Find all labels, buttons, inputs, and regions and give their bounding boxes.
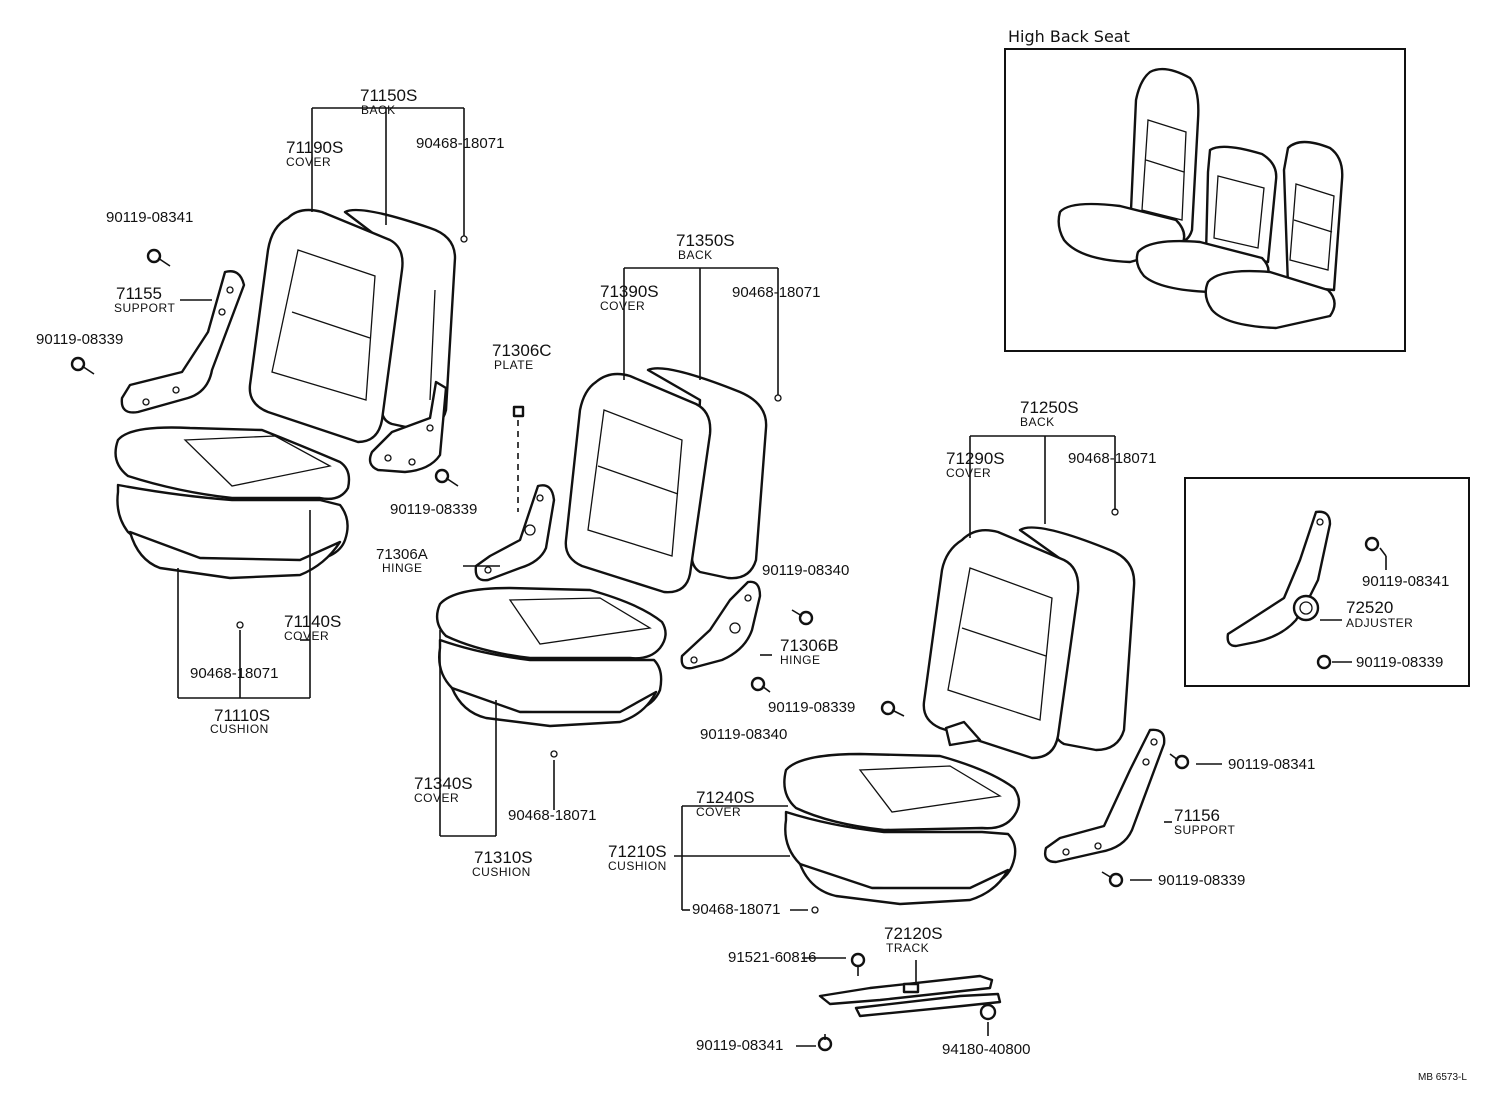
part-number: 90119-08341 (1228, 756, 1316, 773)
part-number: 91521-60816 (728, 949, 817, 966)
support-71156 (1043, 728, 1166, 864)
seat-right (674, 435, 1222, 911)
part-number: 90119-08339 (1356, 654, 1444, 671)
part-number: 90468-18071 (190, 665, 279, 682)
track-72120S (796, 952, 1002, 1052)
part-desc: COVER (600, 299, 646, 313)
part-number: 71340S (414, 774, 473, 793)
high-back-seat-title: High Back Seat (1008, 27, 1130, 46)
part-desc: COVER (946, 466, 992, 480)
high-back-seat-box (1004, 48, 1406, 352)
seat-middle-cushion-cover (435, 586, 667, 660)
part-number: 71190S (286, 138, 344, 157)
part-desc: PLATE (494, 358, 534, 372)
bolts-middle (550, 394, 905, 758)
part-number: 90468-18071 (1068, 450, 1157, 467)
seat-middle (435, 267, 779, 837)
part-number: 71140S (284, 612, 342, 631)
adjuster-inset-box (1184, 477, 1470, 687)
seat-left-back (343, 208, 457, 432)
support-71155 (120, 270, 246, 414)
part-number: 71390S (600, 282, 659, 301)
seat-left-cushion-cover (114, 426, 351, 501)
part-number: 71350S (676, 231, 735, 250)
part-number: 71250S (1020, 398, 1079, 417)
part-number: 90119-08339 (768, 699, 856, 716)
part-number: 90119-08341 (106, 209, 194, 226)
hinge-71306B (680, 580, 762, 670)
seat-middle-back (646, 367, 768, 580)
part-number: 71210S (608, 842, 667, 861)
part-number: 90119-08340 (762, 562, 850, 579)
part-number: 90468-18071 (508, 807, 597, 824)
part-desc: HINGE (382, 561, 423, 575)
part-number: 71155 (116, 284, 163, 303)
adjuster-illustration (1226, 510, 1387, 670)
seat-left-cover (248, 208, 404, 444)
seat-left-bracket (368, 380, 448, 474)
part-desc: CUSHION (608, 859, 667, 873)
part-desc: SUPPORT (114, 301, 176, 315)
part-number: 90119-08339 (1158, 872, 1246, 889)
part-desc: COVER (284, 629, 330, 643)
part-number: 90119-08340 (700, 726, 788, 743)
seat-right-cushion-cover (783, 752, 1021, 832)
seat-left-cushion (116, 483, 349, 564)
part-desc: COVER (286, 155, 332, 169)
part-number: 90119-08339 (390, 501, 478, 518)
part-number: 71150S (360, 86, 418, 105)
seat-middle-cover (564, 372, 712, 594)
part-number: 71240S (696, 788, 755, 807)
part-number: 72120S (884, 924, 943, 943)
seat-left (114, 107, 465, 699)
part-number: 72520 (1346, 598, 1394, 617)
part-number: 90119-08339 (36, 331, 124, 348)
bolts-right (811, 508, 1190, 914)
hinge-71306A (474, 484, 556, 582)
part-number: 71156 (1174, 806, 1221, 825)
part-desc: CUSHION (472, 865, 531, 879)
part-number: 71306B (780, 636, 839, 655)
seat-right-cover (922, 529, 1080, 760)
part-number: 94180-40800 (942, 1041, 1031, 1058)
part-desc: BACK (361, 103, 396, 117)
part-desc: SUPPORT (1174, 823, 1236, 837)
part-number: 90119-08341 (1362, 573, 1450, 590)
part-desc: TRACK (886, 941, 930, 955)
part-number: 71310S (474, 848, 533, 867)
part-number: 71306C (492, 341, 552, 360)
drawing-reference: MB 6573-L (1418, 1072, 1467, 1083)
plate-71306C (512, 405, 525, 418)
part-desc: BACK (1020, 415, 1055, 429)
part-desc: CUSHION (210, 722, 269, 736)
part-desc: BACK (678, 248, 713, 262)
part-number: 90119-08341 (696, 1037, 784, 1054)
part-desc: ADJUSTER (1346, 616, 1414, 630)
bolts-left (70, 235, 468, 629)
high-back-seat-illustration (1057, 67, 1344, 330)
part-desc: HINGE (780, 653, 821, 667)
part-number: 90468-18071 (692, 901, 781, 918)
part-number: 71110S (214, 706, 271, 725)
part-number: 71306A (376, 546, 428, 563)
part-number: 71290S (946, 449, 1005, 468)
part-number: 90468-18071 (416, 135, 505, 152)
part-desc: COVER (696, 805, 742, 819)
part-number: 90468-18071 (732, 284, 821, 301)
part-desc: COVER (414, 791, 460, 805)
